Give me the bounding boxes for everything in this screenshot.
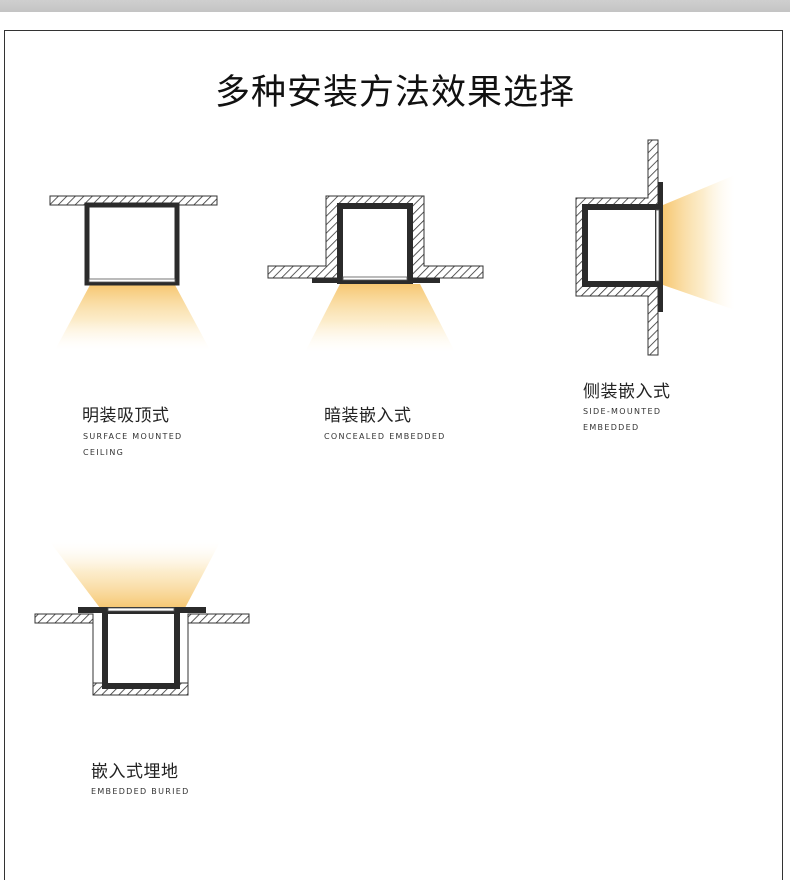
concealed-embedded-diagram-icon <box>267 195 484 352</box>
embedded-buried-title: 嵌入式埋地 <box>91 762 179 782</box>
top-gray-band <box>0 0 790 12</box>
embedded-buried-diagram-icon <box>34 542 250 696</box>
concealed-embedded-title: 暗装嵌入式 <box>324 406 412 426</box>
surface-mounted-subtitle: SURFACE MOUNTED CEILING <box>83 432 183 457</box>
embedded-buried-subtitle: EMBEDDED BURIED <box>91 787 190 796</box>
side-mounted-title: 侧装嵌入式 <box>583 382 671 402</box>
surface-mounted-ceiling-diagram-icon <box>49 195 218 350</box>
content-frame <box>4 30 783 880</box>
side-mounted-subtitle: SIDE-MOUNTED EMBEDDED <box>583 407 662 432</box>
concealed-embedded-subtitle: CONCEALED EMBEDDED <box>324 432 446 441</box>
side-mounted-embedded-diagram-icon <box>575 139 735 356</box>
page-title: 多种安装方法效果选择 <box>214 73 575 113</box>
surface-mounted-title: 明装吸顶式 <box>82 406 170 426</box>
